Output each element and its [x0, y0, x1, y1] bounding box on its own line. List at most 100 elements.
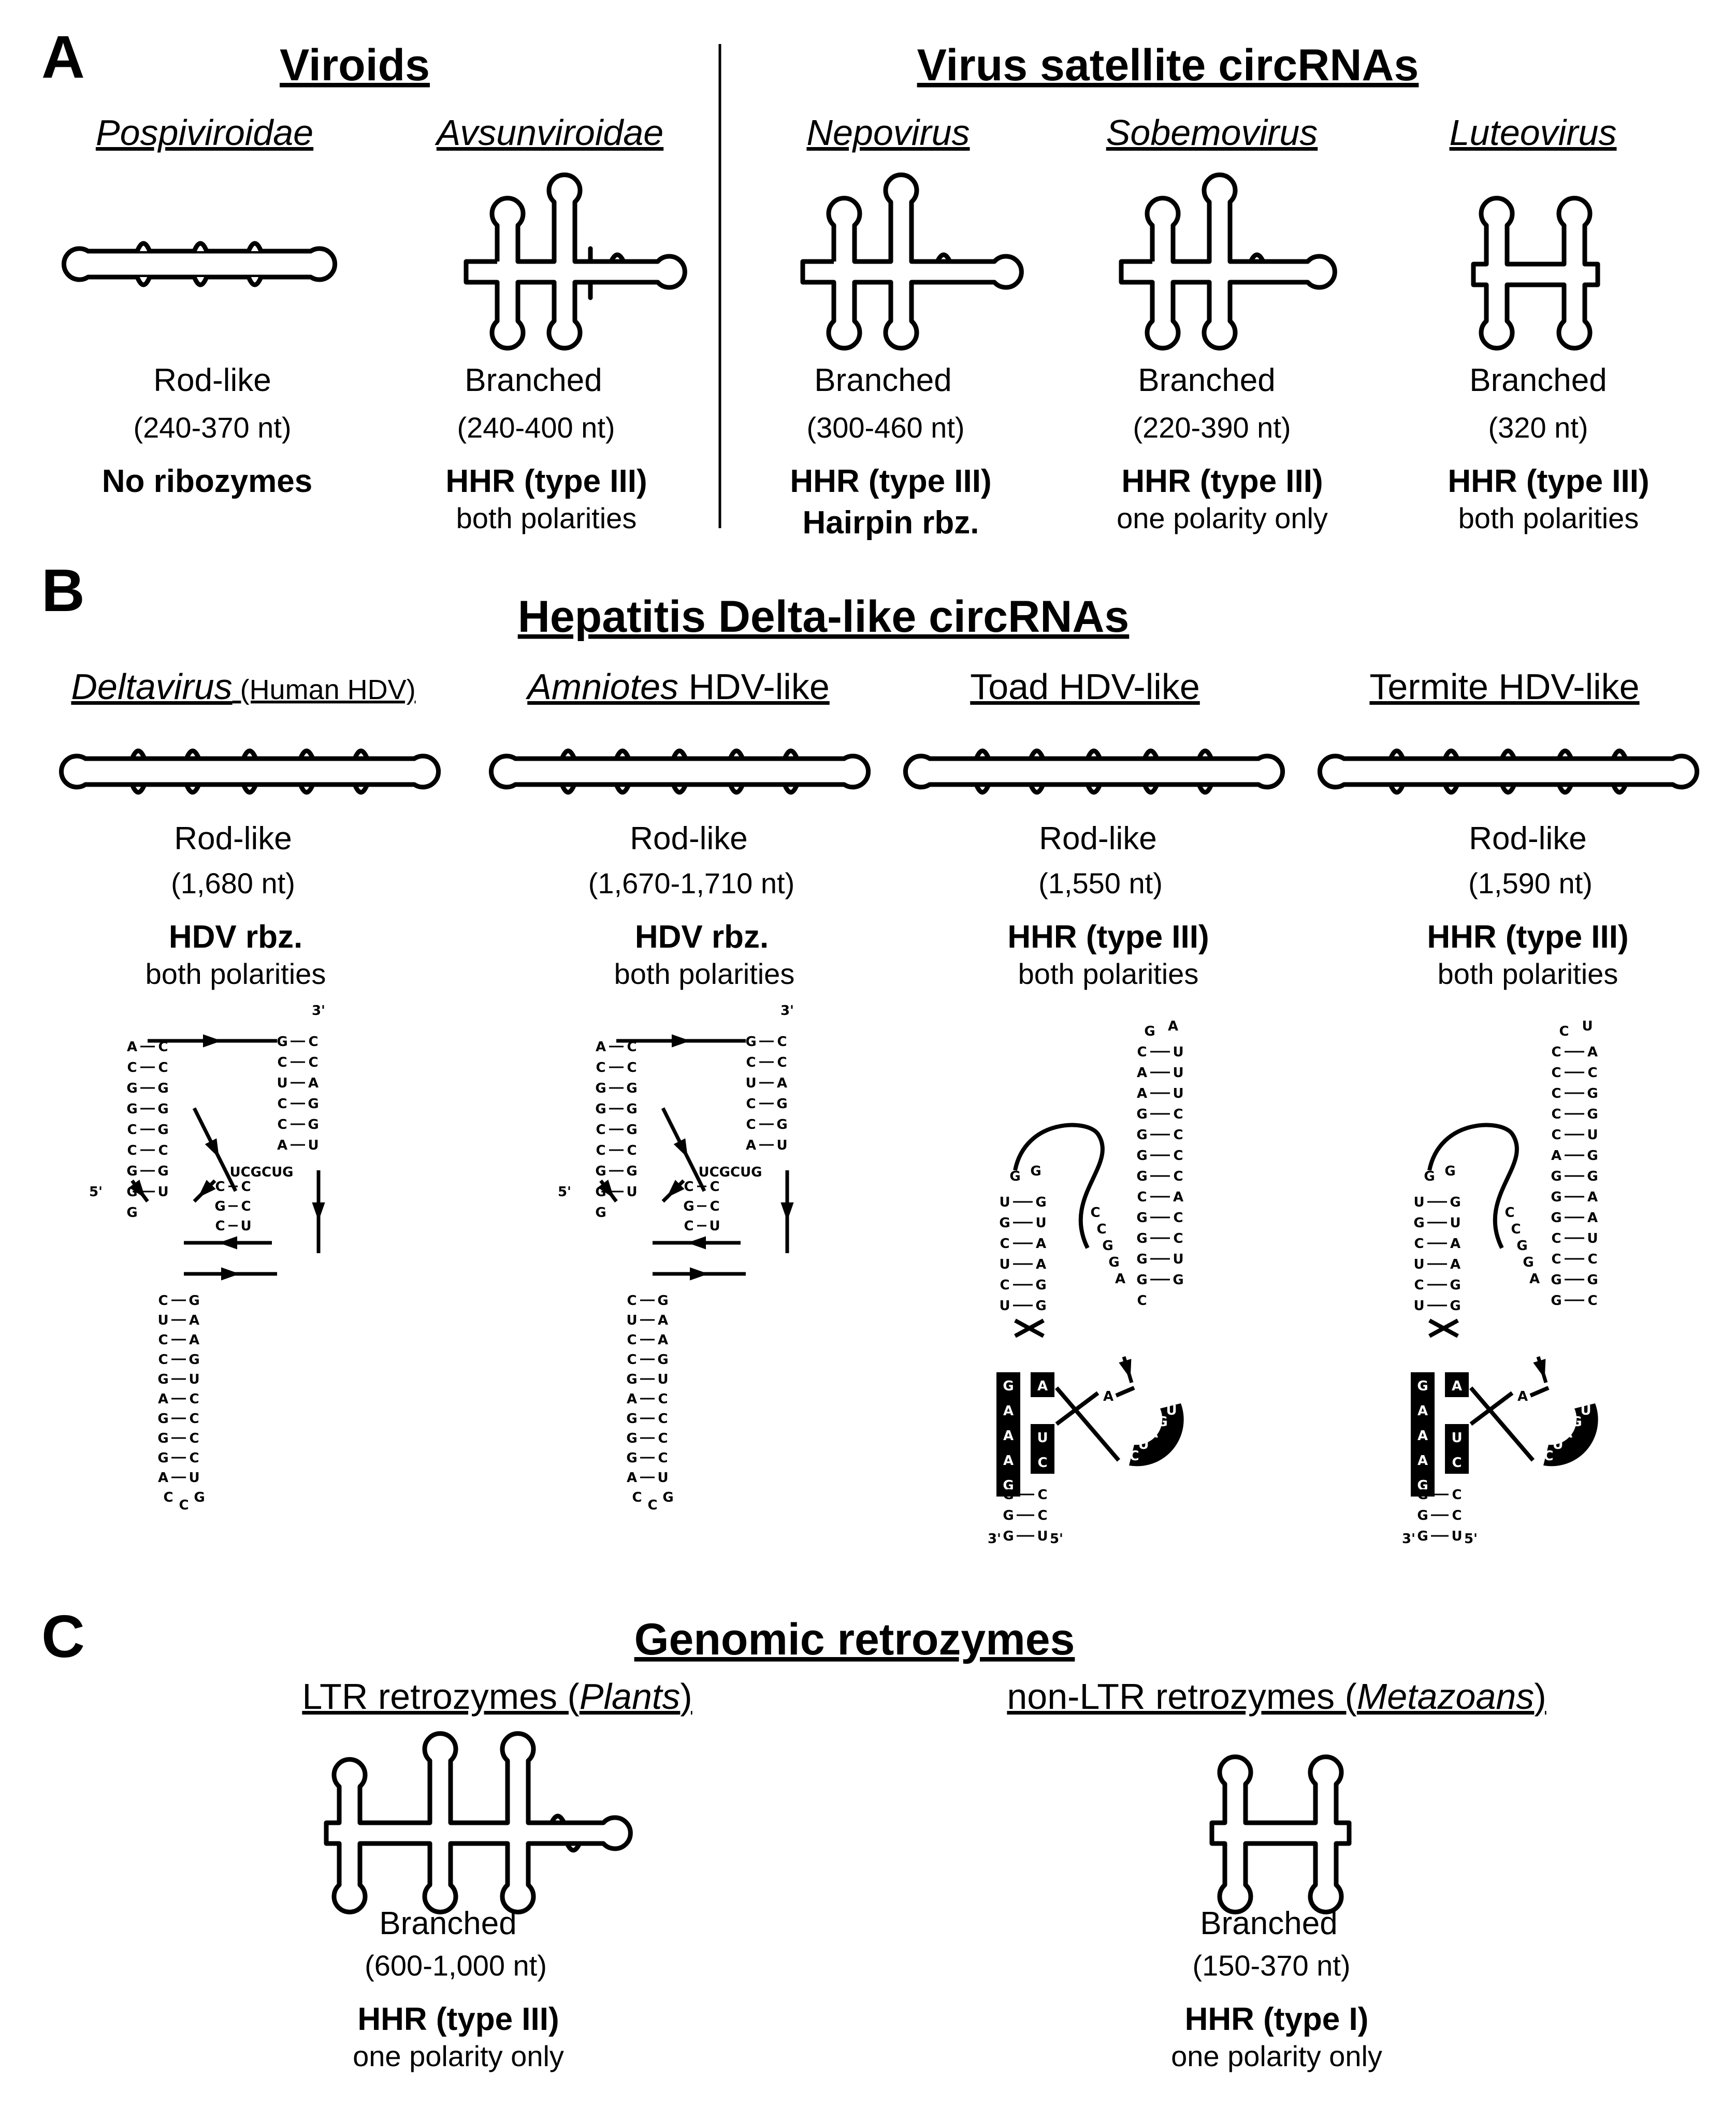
size-label: (1,680 nt): [171, 867, 295, 899]
nucleotide: C: [1037, 1508, 1047, 1523]
family-toad: Toad HDV-like: [970, 666, 1200, 707]
nucleotide: C: [158, 1060, 168, 1076]
polarity-label: both polarities: [146, 957, 326, 990]
connecting-strand: [1054, 1386, 1121, 1462]
nucleotide: C: [710, 1179, 719, 1195]
nucleotide: U: [776, 1138, 787, 1153]
nucleotide: C: [1173, 1148, 1183, 1164]
three-prime-label: 3': [780, 1003, 794, 1019]
rod-like-structure-toad: [903, 748, 1285, 795]
three-prime-label: 3': [1402, 1531, 1415, 1547]
nucleotide: C: [1173, 1107, 1183, 1122]
nucleotide: A: [277, 1138, 287, 1153]
nucleotide: A: [1115, 1271, 1125, 1287]
nucleotide: A: [658, 1313, 668, 1328]
nucleotide: C: [189, 1391, 199, 1407]
core-nucleotide: U: [1138, 1437, 1149, 1453]
core-nucleotide: C: [1452, 1455, 1462, 1471]
arrowhead: [673, 1138, 688, 1158]
core-box: [1411, 1472, 1435, 1497]
core-nucleotide: G: [1003, 1478, 1014, 1493]
pseudoknot-loop: [1427, 1123, 1519, 1249]
nucleotide: U: [240, 1218, 251, 1234]
nucleotide: A: [746, 1138, 756, 1153]
core-nucleotide: U: [1580, 1403, 1591, 1418]
arrowhead: [690, 1267, 708, 1281]
nucleotide: G: [626, 1372, 637, 1387]
nucleotide: G: [1035, 1298, 1046, 1314]
core-box: [1445, 1424, 1469, 1449]
nucleotide: C: [127, 1060, 137, 1076]
nucleotide: G: [126, 1101, 137, 1117]
core-nucleotide: U: [1552, 1437, 1563, 1453]
size-label: (300-460 nt): [806, 411, 964, 444]
nucleotide: C: [1551, 1127, 1561, 1143]
nucleotide: U: [1587, 1231, 1598, 1246]
nucleotide: C: [684, 1218, 693, 1234]
nucleotide: G: [1173, 1272, 1183, 1288]
panel-letter-a: A: [41, 23, 85, 91]
nucleotide: C: [127, 1122, 137, 1138]
nucleotide: G: [657, 1293, 668, 1309]
rod-like-structure-amniotes: [488, 748, 871, 795]
nucleotide: G: [1523, 1255, 1534, 1270]
size-label: (1,590 nt): [1468, 867, 1593, 899]
nucleotide: G: [308, 1096, 319, 1112]
nucleotide: U: [1173, 1252, 1183, 1267]
size-label: (1,670-1,710 nt): [588, 867, 794, 899]
nucleotide: G: [745, 1034, 756, 1050]
nucleotide: C: [1414, 1236, 1424, 1252]
arrowhead: [312, 1202, 325, 1221]
three-prime-label: 3': [312, 1003, 325, 1019]
core-box: [1411, 1447, 1435, 1472]
nucleotide: G: [1587, 1107, 1598, 1122]
nucleotide: U: [709, 1218, 720, 1234]
ribozyme-label: HHR (type III): [1121, 463, 1323, 499]
core-box: [1031, 1424, 1054, 1449]
connecting-strand: [1469, 1386, 1535, 1462]
five-prime-label: 5': [89, 1184, 103, 1200]
nucleotide: G: [1003, 1529, 1014, 1544]
arrowhead: [672, 1034, 690, 1048]
nucleotide: A: [1036, 1236, 1046, 1252]
connecting-strand: [1055, 1391, 1100, 1426]
nucleotide: C: [308, 1034, 318, 1050]
nucleotide: U: [1413, 1257, 1424, 1272]
nucleotide: G: [1450, 1195, 1460, 1210]
core-nucleotide: G: [1003, 1378, 1014, 1394]
nucleotide: C: [241, 1179, 251, 1195]
nucleotide: G: [126, 1164, 137, 1179]
nucleotide: C: [1587, 1252, 1597, 1267]
nucleotide: C: [627, 1352, 636, 1368]
nucleotide: C: [158, 1039, 168, 1055]
core-nucleotide: G: [1156, 1414, 1167, 1430]
nucleotide: U: [189, 1470, 199, 1486]
core-nucleotide: A: [1417, 1453, 1428, 1469]
ribozyme-label: HDV rbz.: [169, 919, 302, 955]
nucleotide: C: [1551, 1044, 1561, 1060]
nucleotide: A: [127, 1039, 137, 1055]
nucleotide: G: [1587, 1148, 1598, 1164]
core-nucleotide: U: [1451, 1430, 1462, 1446]
nucleotide: C: [1000, 1236, 1009, 1252]
nucleotide: C: [1090, 1205, 1100, 1221]
nucleotide: U: [1173, 1044, 1183, 1060]
nucleotide: G: [1516, 1238, 1527, 1254]
nucleotide: C: [746, 1055, 756, 1070]
polarity-label: both polarities: [1018, 957, 1199, 990]
nucleotide: C: [1137, 1044, 1147, 1060]
nucleotide: C: [1551, 1252, 1561, 1267]
nucleotide: C: [1551, 1107, 1561, 1122]
core-nucleotide: A: [1003, 1428, 1014, 1444]
nucleotide: C: [189, 1450, 199, 1466]
polarity-label: both polarities: [1438, 957, 1618, 990]
family-amniotes: Amniotes HDV-like: [525, 666, 830, 707]
arrowhead: [780, 1202, 794, 1221]
core-box: [996, 1422, 1020, 1447]
nucleotide: G: [1030, 1164, 1041, 1179]
hairpin-ribozyme-label: Hairpin rbz.: [802, 505, 979, 541]
size-label: (600-1,000 nt): [365, 1949, 547, 1982]
nucleotide: A: [189, 1332, 199, 1348]
